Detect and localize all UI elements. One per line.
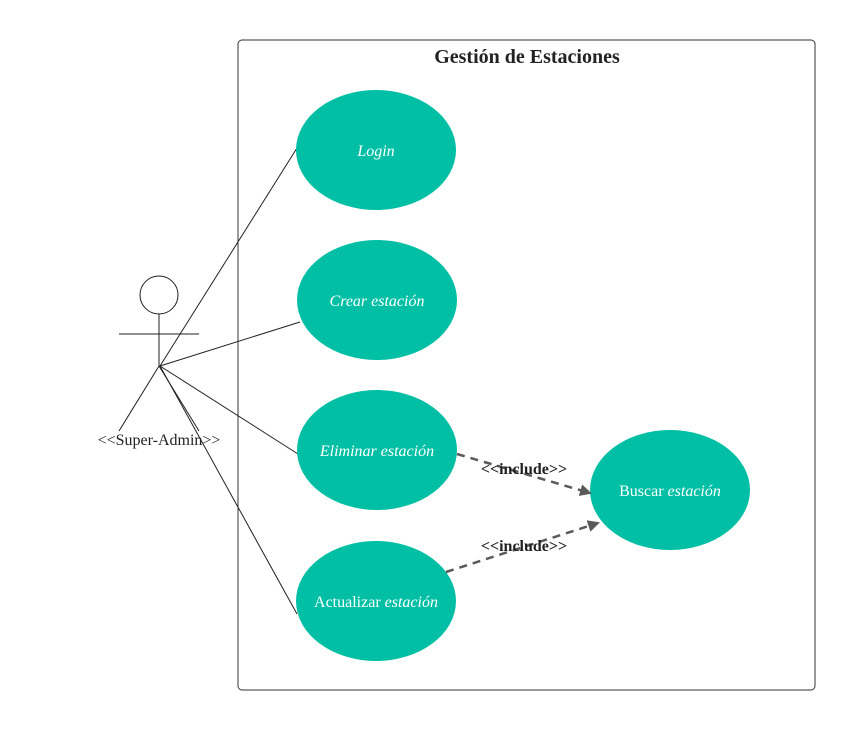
use-case-crear-estacion-shape <box>297 240 457 360</box>
use-case-actualizar-estacion-shape <box>296 541 456 661</box>
include-arrow-eliminar <box>456 452 592 496</box>
association-actualizar <box>159 365 298 615</box>
use-case-buscar-estacion-shape <box>590 430 750 550</box>
use-case-eliminar-estacion-shape <box>297 390 457 510</box>
use-case-login-shape <box>296 90 456 210</box>
use-case-login[interactable]: Login <box>296 90 456 210</box>
association-crear <box>159 321 301 367</box>
actor-right-leg <box>158 365 200 432</box>
system-title: Gestión de Estaciones <box>434 46 620 68</box>
use-case-crear-estacion-label: Crear estación <box>330 293 425 310</box>
use-case-actualizar-estacion[interactable]: Actualizar estación <box>296 541 456 661</box>
use-case-buscar-estacion-label: Buscar estación <box>619 483 721 500</box>
system-boundary <box>237 39 816 691</box>
use-case-buscar-suffix: estación <box>668 483 721 500</box>
use-case-buscar-prefix: Buscar <box>619 483 667 500</box>
include-label-actualizar: <<include>> <box>481 538 567 555</box>
actor-head <box>139 275 179 315</box>
actor-associations <box>159 147 301 615</box>
use-case-login-label: Login <box>356 143 394 160</box>
include-arrow-actualizar <box>445 520 600 574</box>
use-case-eliminar-estacion[interactable]: Eliminar estación <box>297 390 457 510</box>
actor-super-admin[interactable] <box>118 275 200 432</box>
use-case-buscar-estacion[interactable]: Buscar estación <box>590 430 750 550</box>
include-label-eliminar: <<include>> <box>481 461 567 478</box>
use-case-actualizar-estacion-label: Actualizar estación <box>314 594 438 611</box>
use-case-actualizar-prefix: Actualizar <box>314 594 385 611</box>
use-case-crear-estacion[interactable]: Crear estación <box>297 240 457 360</box>
association-eliminar <box>159 365 299 455</box>
use-case-eliminar-estacion-label: Eliminar estación <box>319 443 434 460</box>
actor-left-leg <box>118 365 160 432</box>
use-case-actualizar-suffix: estación <box>385 594 438 611</box>
actor-label: <<Super-Admin>> <box>98 432 221 449</box>
association-login <box>159 147 298 367</box>
